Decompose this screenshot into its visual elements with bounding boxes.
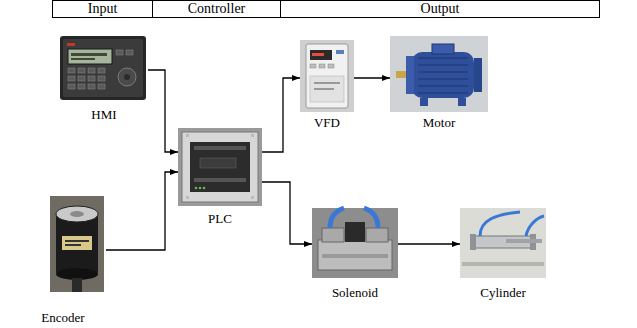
signal-arrow (106, 172, 178, 250)
solenoid-picture (312, 208, 398, 278)
plc-picture (178, 128, 262, 206)
signal-arrow (354, 77, 390, 78)
column-heading: Output (421, 1, 460, 17)
motor-picture (390, 36, 488, 112)
signal-arrow (262, 182, 312, 244)
column-heading: Controller (188, 1, 246, 17)
device-caption: VFD (312, 115, 342, 130)
encoder-picture (50, 196, 104, 292)
vfd-picture (300, 40, 354, 112)
signal-arrow (262, 78, 300, 152)
cylinder-picture (460, 208, 546, 278)
device-caption: Cylinder (478, 285, 528, 300)
device-node: Cylinder (460, 208, 546, 300)
device-caption: HMI (89, 107, 118, 122)
signal-arrow (398, 243, 460, 244)
device-node: VFD (300, 40, 354, 130)
column-heading: Input (88, 1, 118, 17)
signal-arrow (148, 70, 178, 152)
table-header-cell: Output (280, 0, 600, 18)
device-caption: Encoder (39, 310, 86, 325)
device-caption: Solenoid (330, 285, 380, 300)
device-node: Solenoid (312, 208, 398, 300)
device-caption: PLC (206, 211, 234, 226)
device-node: HMI (60, 36, 148, 122)
device-caption: Motor (421, 115, 458, 130)
device-node: PLC (178, 128, 262, 226)
device-node: Encoder (20, 190, 106, 325)
table-header-cell: Controller (152, 0, 280, 18)
device-node: Motor (390, 36, 488, 130)
table-header-cell: Input (52, 0, 152, 18)
hmi-picture (60, 36, 146, 100)
